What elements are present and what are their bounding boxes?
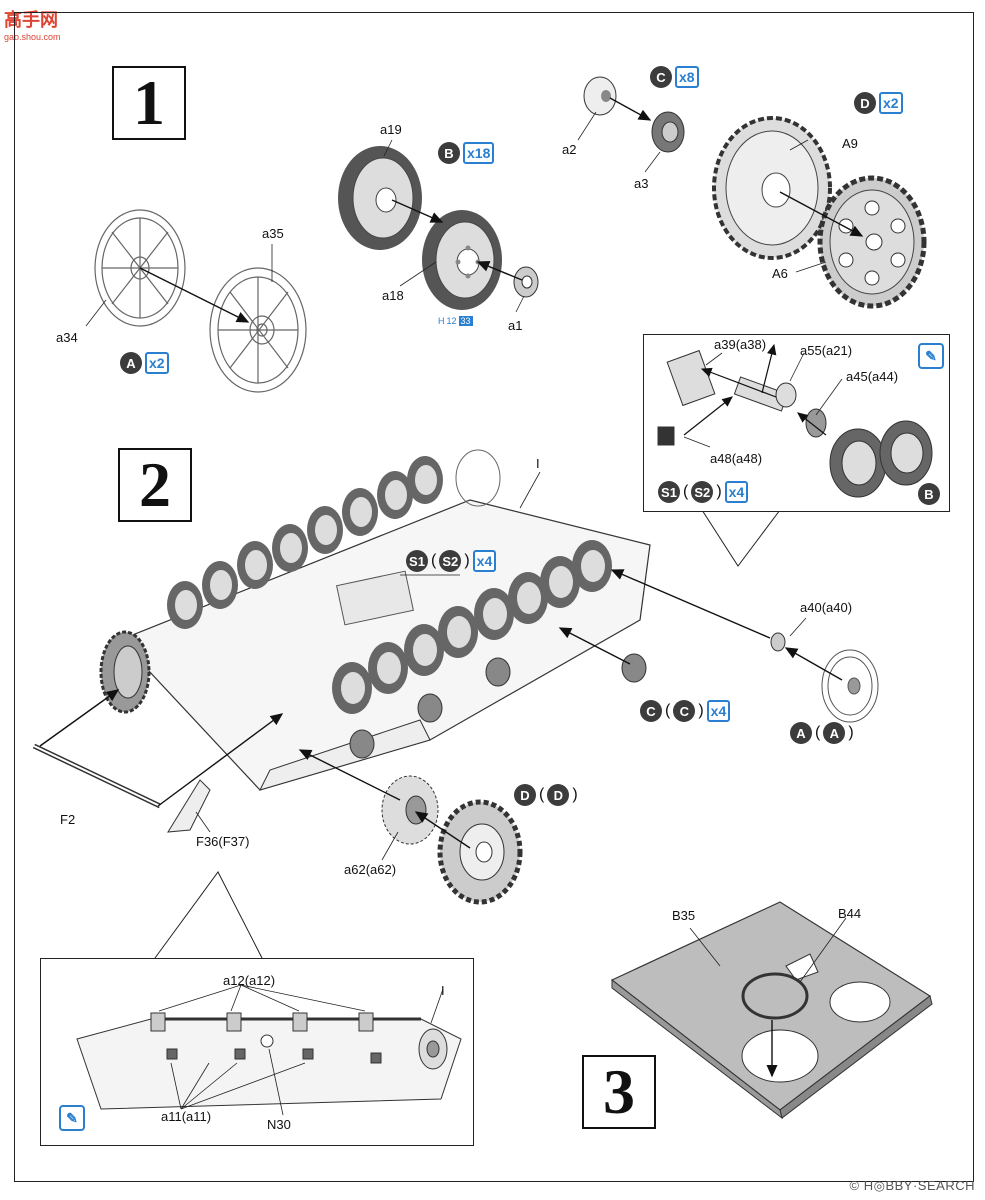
sprocket-a6 xyxy=(817,175,927,309)
label-a19: a19 xyxy=(380,122,402,137)
label-a40: a40(a40) xyxy=(800,600,853,615)
sprocket-left xyxy=(99,630,151,714)
label-a34: a34 xyxy=(56,330,78,345)
spoked-wheel-a35 xyxy=(209,267,307,393)
label-B35: B35 xyxy=(672,908,696,923)
part-a3 xyxy=(651,111,685,153)
badge-c-x8: C x8 xyxy=(650,66,699,88)
return-rollers xyxy=(349,653,647,759)
sprocket-a9 xyxy=(712,116,832,260)
label-a35: a35 xyxy=(262,226,284,241)
part-a62 xyxy=(381,775,439,845)
label-a62: a62(a62) xyxy=(344,862,397,877)
label-A9: A9 xyxy=(842,136,858,151)
label-F36: F36(F37) xyxy=(196,834,250,849)
badge-d-d: D ( D ) xyxy=(514,784,578,806)
badge-s1-s2-x4: S1 ( S2 ) x4 xyxy=(406,550,497,572)
label-a48: a48(a48) xyxy=(710,451,763,466)
paint-brush-icon: ✎ xyxy=(918,343,944,369)
callout-hull-side-detail: a12(a12) I a11(a11) N30 ✎ xyxy=(40,958,474,1146)
label-a2: a2 xyxy=(562,142,577,157)
label-a45: a45(a44) xyxy=(846,369,899,384)
footer-brand: © H◎BBY·SEARCH xyxy=(849,1178,975,1193)
label-a3: a3 xyxy=(634,176,649,191)
label-A6: A6 xyxy=(772,266,788,281)
badge-a-a: A ( A ) xyxy=(790,722,854,744)
badge-c-c-x4: C ( C ) x4 xyxy=(640,700,731,722)
color-reference: H 12 33 xyxy=(438,316,473,326)
label-a12: a12(a12) xyxy=(223,973,276,988)
ring-b44 xyxy=(741,972,809,1020)
label-a1: a1 xyxy=(508,318,523,333)
paint-brush-icon: ✎ xyxy=(59,1105,85,1131)
label-F2: F2 xyxy=(60,812,76,827)
step-number-2: 2 xyxy=(118,448,192,522)
watermark-url: gao.shou.com xyxy=(4,32,61,42)
part-f2 xyxy=(32,743,162,809)
label-a55: a55(a21) xyxy=(800,343,853,358)
callout-suspension-drawing xyxy=(657,343,933,498)
step1-leaders xyxy=(85,111,827,327)
label-B44: B44 xyxy=(838,906,862,921)
badge-a-x2: A x2 xyxy=(120,352,169,374)
callout-suspension-detail: a39(a38) a55(a21) a45(a44) a48(a48) ✎ S1… xyxy=(643,334,950,512)
watermark-logo: 高手网 gao.shou.com xyxy=(4,6,61,42)
label-N30: N30 xyxy=(267,1117,291,1132)
label-a11: a11(a11) xyxy=(161,1109,212,1124)
badge-b-callout: B xyxy=(918,483,940,505)
plate-b35 xyxy=(610,901,933,1120)
instruction-sheet xyxy=(14,12,974,1182)
idler-wheel-a xyxy=(821,649,879,723)
label-I-callout: I xyxy=(441,983,445,998)
road-wheels-upper-row xyxy=(167,449,501,629)
hub-cap-a1 xyxy=(513,266,539,298)
label-a18: a18 xyxy=(382,288,404,303)
part-a2 xyxy=(583,76,617,116)
part-f36 xyxy=(167,779,211,833)
road-wheel-a18 xyxy=(422,210,502,310)
step-number-1: 1 xyxy=(112,66,186,140)
step-number-3: 3 xyxy=(582,1055,656,1129)
badge-s1-s2-x4-callout: S1 ( S2 ) x4 xyxy=(658,481,749,503)
label-a39: a39(a38) xyxy=(714,337,767,352)
sprocket-d xyxy=(437,799,523,905)
part-a40 xyxy=(770,632,786,652)
badge-d-x2: D x2 xyxy=(854,92,903,114)
road-wheel-a19 xyxy=(338,146,422,250)
label-I: I xyxy=(536,456,540,471)
badge-b-x18: B x18 xyxy=(438,142,495,164)
callout-hull-side-drawing xyxy=(76,984,462,1116)
road-wheels-lower-row xyxy=(332,540,612,714)
watermark-name: 高手网 xyxy=(4,10,58,30)
